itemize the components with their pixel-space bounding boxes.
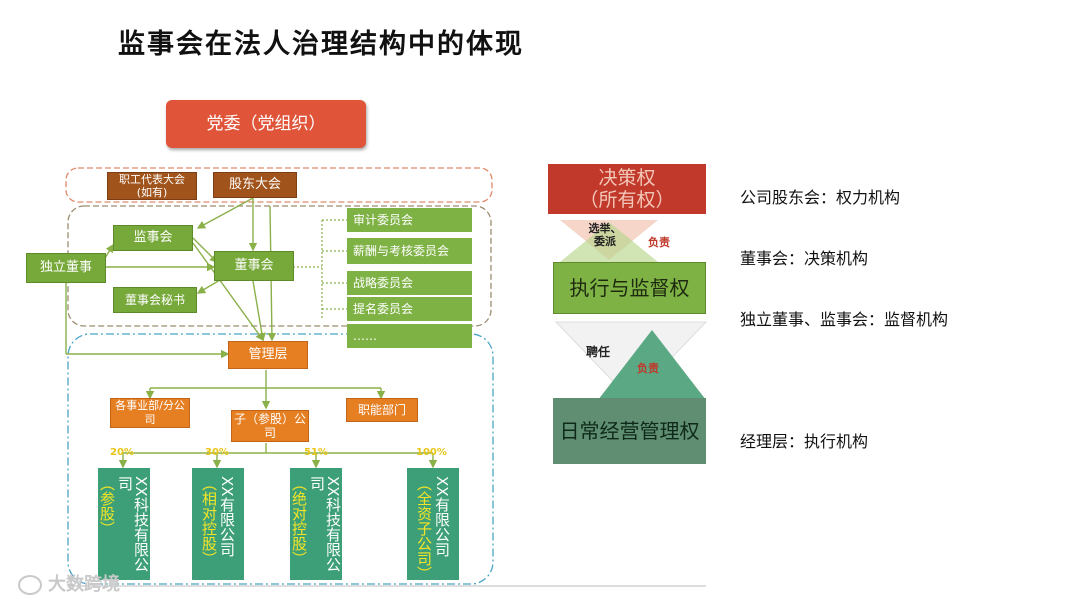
subsidiary-name: XX有限公司 (218, 476, 236, 557)
party-committee-box: 党委（党组织） (166, 100, 366, 148)
subsidiary-type: （绝对控股） (290, 476, 308, 566)
subsidiary-type: （全资子公司） (415, 476, 433, 581)
workers-congress-note: (如有) (136, 186, 168, 199)
functional-dept-box: 职能部门 (346, 398, 418, 422)
committee-audit: 审计委员会 (347, 208, 472, 232)
board-box: 董事会 (214, 251, 294, 281)
subsidiary-name: XX科技有限公司 (116, 476, 150, 572)
subsidiary-card-1: XX科技有限公司 （参股） (98, 468, 150, 580)
execution-supervision-box: 执行与监督权 (553, 262, 706, 314)
subsidiary-card-4: XX有限公司 （全资子公司） (407, 468, 459, 581)
workers-congress-box: 职工代表大会 (如有) (107, 172, 197, 200)
workers-congress-label: 职工代表大会 (119, 173, 185, 186)
subsidiary-pct-1: 20% (110, 447, 134, 458)
subsidiary-box: 子（参股）公司 (231, 410, 309, 442)
watermark-logo-icon (18, 575, 42, 595)
supervisory-board-box: 监事会 (113, 225, 193, 251)
decision-power-box: 决策权 （所有权） (548, 164, 706, 214)
subsidiary-card-3: XX科技有限公司 （绝对控股） (290, 468, 342, 580)
decision-power-note: （所有权） (579, 189, 675, 211)
divisions-box: 各事业部/分公司 (110, 398, 190, 428)
elect-label: 选举、委派 (588, 222, 622, 248)
role-supervision: 独立董事、监事会：监督机构 (740, 310, 949, 329)
page-title: 监事会在法人治理结构中的体现 (118, 29, 524, 60)
committee-strategy: 战略委员会 (347, 271, 472, 295)
frame-management (67, 333, 494, 585)
subsidiary-pct-4: 100% (416, 447, 447, 458)
committee-nomination: 提名委员会 (347, 297, 472, 321)
frame-governance (67, 205, 492, 327)
subsidiary-type: （参股） (98, 476, 116, 536)
role-board: 董事会：决策机构 (740, 249, 869, 268)
committee-compensation: 薪酬与考核委员会 (347, 238, 472, 264)
triangle-responsible1 (560, 222, 658, 262)
role-shareholders: 公司股东会：权力机构 (740, 188, 901, 207)
committee-more: …… (347, 324, 472, 348)
responsible-label-1: 负责 (648, 236, 670, 249)
subsidiary-name: XX科技有限公司 (308, 476, 342, 572)
role-management: 经理层：执行机构 (740, 432, 869, 451)
watermark-text: 大数跨境 (48, 574, 120, 595)
frame-shareholders-row (65, 167, 493, 203)
management-box: 管理层 (228, 341, 308, 369)
subsidiary-pct-2: 30% (205, 447, 229, 458)
daily-management-box: 日常经营管理权 (553, 398, 706, 464)
responsible-label-2: 负责 (637, 362, 659, 375)
watermark: 大数跨境 (18, 570, 120, 596)
decision-power-label: 决策权 (598, 167, 656, 189)
subsidiary-type: （相对控股） (200, 476, 218, 566)
triangle-responsible2 (598, 330, 706, 400)
subsidiary-card-2: XX有限公司 （相对控股） (192, 468, 244, 580)
subsidiary-name: XX有限公司 (433, 476, 451, 557)
board-secretary-box: 董事会秘书 (113, 287, 197, 313)
independent-director-box: 独立董事 (26, 253, 106, 283)
shareholders-box: 股东大会 (213, 172, 297, 198)
subsidiary-pct-3: 51% (304, 447, 328, 458)
hire-label: 聘任 (586, 345, 611, 359)
